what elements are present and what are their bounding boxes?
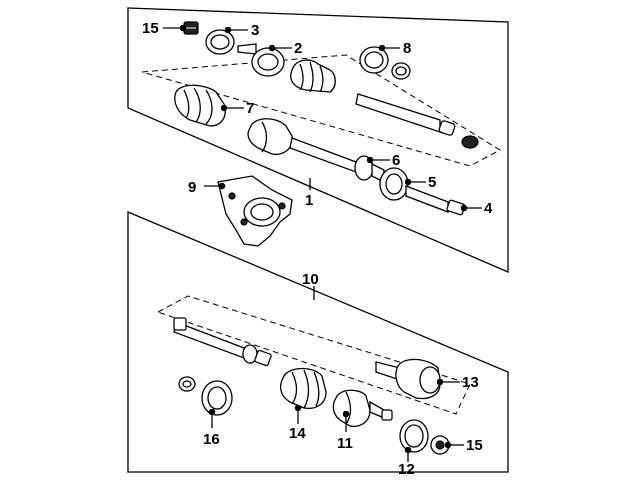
seal-ring-part (178, 376, 233, 416)
upper-assembly-frame (127, 7, 509, 273)
callout-1: 1 (305, 192, 313, 209)
upper-dashed-group-outline (141, 54, 502, 167)
support-bracket-part (217, 175, 293, 247)
callout-11: 11 (337, 435, 353, 452)
lower-assembly-frame (127, 211, 509, 473)
callout-4: 4 (484, 200, 493, 217)
outer-boot-part (290, 59, 336, 93)
callout-5: 5 (428, 174, 436, 191)
bearing-ring-part (359, 46, 411, 80)
intermediate-shaft-part (355, 93, 479, 149)
lower-boot-part (279, 367, 327, 410)
ring-part (205, 29, 235, 55)
nut-bottom-part (430, 435, 450, 455)
inner-boot-part (174, 84, 226, 127)
callout-8: 8 (403, 40, 411, 57)
callout-15-top: 15 (142, 20, 159, 37)
callout-10: 10 (302, 271, 319, 288)
lower-dashed-group-outline (156, 295, 471, 415)
callout-16: 16 (203, 431, 220, 448)
nut-top-part (183, 21, 199, 35)
callout-7: 7 (246, 100, 254, 117)
callout-2: 2 (294, 40, 302, 57)
callout-12: 12 (398, 461, 415, 478)
callout-3: 3 (251, 22, 259, 39)
callout-14: 14 (289, 425, 306, 442)
outer-cv-joint-part (237, 43, 285, 77)
callout-6: 6 (392, 152, 400, 169)
axle-shaft-part (247, 118, 466, 216)
callout-13: 13 (462, 374, 479, 391)
lower-ring-part (399, 419, 429, 453)
callout-9: 9 (188, 179, 196, 196)
leader-lines (163, 24, 482, 462)
lower-cv-joint-part (332, 389, 393, 428)
callout-15-bottom: 15 (466, 437, 483, 454)
lower-shaft-part (173, 317, 272, 367)
inner-cv-joint-part (375, 358, 441, 400)
